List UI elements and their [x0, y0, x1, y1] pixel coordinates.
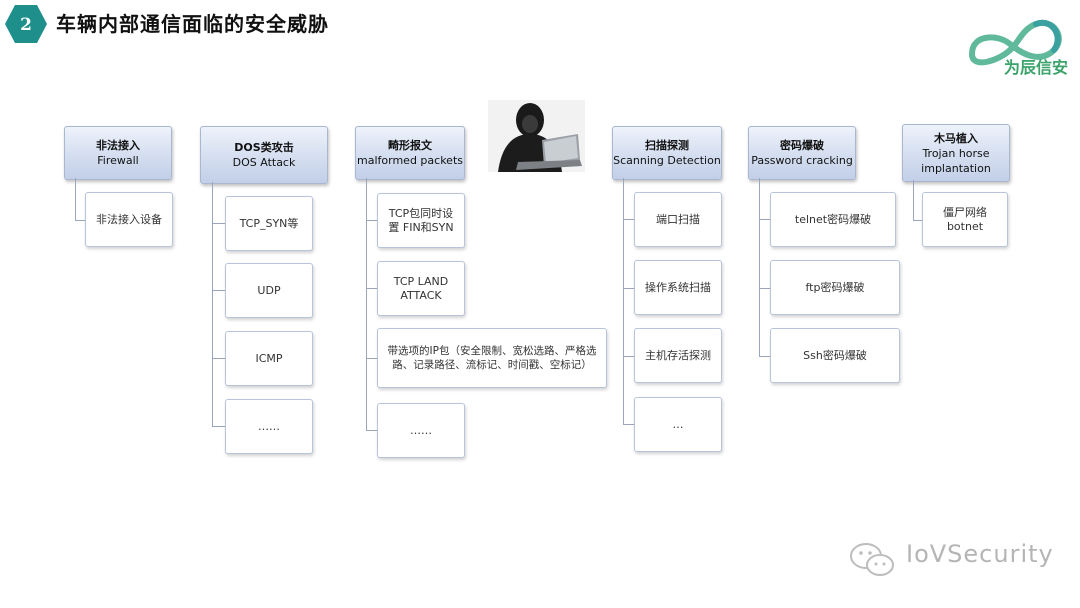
category-title-cn: 非法接入 — [96, 139, 140, 152]
connector-line — [75, 178, 76, 220]
connector-line — [212, 290, 225, 291]
category-header-firewall: 非法接入 Firewall — [64, 126, 172, 180]
threat-item: … — [634, 397, 722, 452]
connector-line — [212, 182, 213, 426]
category-title-en: Password cracking — [751, 154, 853, 167]
threat-item: 带选项的IP包（安全限制、宽松选路、严格选路、记录路径、流标记、时间戳、空标记） — [377, 328, 607, 388]
category-title-en: malformed packets — [357, 154, 463, 167]
threat-item: 僵尸网络 botnet — [922, 192, 1008, 247]
connector-line — [212, 426, 225, 427]
category-title-cn: 畸形报文 — [388, 139, 432, 152]
wechat-icon — [850, 543, 894, 576]
connector-line — [759, 178, 760, 356]
watermark-text: IoVSecurity — [906, 540, 1054, 568]
threat-item: …… — [377, 403, 465, 458]
connector-line — [913, 180, 914, 220]
threat-item: TCP包同时设置 FIN和SYN — [377, 193, 465, 248]
category-title-cn: 扫描探测 — [645, 139, 689, 152]
connector-line — [623, 178, 624, 424]
connector-line — [623, 356, 634, 357]
connector-line — [75, 220, 85, 221]
threat-item: UDP — [225, 263, 313, 318]
connector-line — [366, 220, 377, 221]
category-header-scanning: 扫描探测 Scanning Detection — [612, 126, 722, 180]
category-title-cn: DOS类攻击 — [234, 141, 294, 154]
connector-line — [623, 424, 634, 425]
threat-item: TCP_SYN等 — [225, 196, 313, 251]
infinity-logo-icon — [968, 19, 1062, 66]
connector-line — [366, 288, 377, 289]
threat-item: ICMP — [225, 331, 313, 386]
threat-item: 操作系统扫描 — [634, 260, 722, 315]
connector-line — [623, 219, 634, 220]
connector-line — [366, 430, 377, 431]
logo-text: 为辰信安 — [1004, 58, 1069, 77]
connector-line — [759, 288, 770, 289]
threat-item: 主机存活探测 — [634, 328, 722, 383]
threat-item: telnet密码爆破 — [770, 192, 896, 247]
company-logo: 为辰信安 — [962, 10, 1074, 78]
threat-item: …… — [225, 399, 313, 454]
category-header-malformed: 畸形报文 malformed packets — [355, 126, 465, 180]
category-header-trojan: 木马植入 Trojan horse implantation — [902, 124, 1010, 182]
threat-item: 端口扫描 — [634, 192, 722, 247]
threat-item: Ssh密码爆破 — [770, 328, 900, 383]
category-title-en: Trojan horse implantation — [921, 146, 991, 175]
wechat-watermark: IoVSecurity — [848, 540, 1053, 580]
connector-line — [913, 220, 922, 221]
category-title-en: Scanning Detection — [613, 154, 721, 167]
connector-line — [759, 356, 770, 357]
slide-title: 车辆内部通信面临的安全威胁 — [56, 12, 329, 36]
connector-line — [623, 288, 634, 289]
hacker-photo — [488, 100, 585, 172]
category-title-en: DOS Attack — [232, 156, 296, 169]
connector-line — [212, 358, 225, 359]
category-title-cn: 密码爆破 — [780, 139, 824, 152]
threat-item: 非法接入设备 — [85, 192, 173, 247]
connector-line — [366, 178, 367, 430]
category-title-cn: 木马植入 — [934, 131, 978, 145]
category-title-en: Firewall — [97, 154, 139, 167]
connector-line — [212, 223, 225, 224]
svg-text:2: 2 — [20, 15, 32, 35]
threat-item: ftp密码爆破 — [770, 260, 900, 315]
connector-line — [366, 358, 377, 359]
category-header-dos: DOS类攻击 DOS Attack — [200, 126, 328, 184]
section-number-badge: 2 — [4, 4, 48, 44]
threat-item: TCP LAND ATTACK — [377, 261, 465, 316]
connector-line — [759, 219, 770, 220]
category-header-password: 密码爆破 Password cracking — [748, 126, 856, 180]
